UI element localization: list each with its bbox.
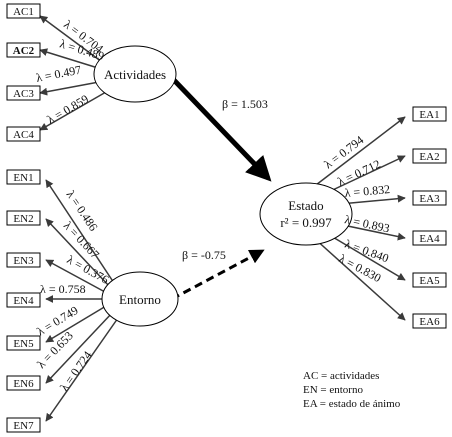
- indicator-ea1: EA1: [412, 106, 447, 122]
- loading-arrow-ea1: [311, 116, 406, 189]
- loading-arrow-en7: [45, 317, 119, 422]
- loading-arrow-ac1: [39, 15, 103, 63]
- legend-item-ea: EA = estado de ánimo: [303, 398, 401, 410]
- indicator-en5: EN5: [6, 335, 41, 351]
- indicator-ea3-label: EA3: [419, 193, 440, 205]
- estado-loading-arrows: [311, 116, 406, 321]
- indicator-ac2-label: AC2: [13, 45, 35, 57]
- latent-entorno-label: Entorno: [119, 292, 161, 307]
- indicator-ea2-label: EA2: [419, 151, 439, 163]
- loading-arrow-ac3: [39, 81, 100, 96]
- legend-item-ac: AC = actividades: [303, 370, 379, 382]
- indicator-en6-label: EN6: [13, 378, 34, 390]
- loading-label-en7: λ = 0.724: [57, 348, 95, 393]
- path-label-actividades-estado: β = 1.503: [222, 97, 268, 111]
- indicator-ea3: EA3: [412, 190, 447, 206]
- loading-arrow-ea5: [325, 232, 406, 281]
- indicator-en6: EN6: [6, 375, 41, 391]
- loading-arrow-en2: [45, 218, 111, 288]
- abbreviation-legend: AC = actividades EN = entorno EA = estad…: [303, 370, 401, 410]
- indicator-ac4: AC4: [6, 126, 41, 142]
- loading-label-ac4: λ = 0.859: [45, 92, 91, 127]
- actividades-loading-arrows: [39, 15, 107, 131]
- loading-arrow-en5: [45, 305, 107, 343]
- latent-actividades: Actividades: [93, 45, 177, 103]
- latent-actividades-label: Actividades: [104, 67, 166, 82]
- indicator-ea6: EA6: [412, 313, 447, 329]
- indicator-ea5-label: EA5: [419, 275, 440, 287]
- legend-item-en: EN = entorno: [303, 384, 363, 396]
- indicator-ea4-label: EA4: [419, 233, 440, 245]
- loading-arrow-en3: [45, 259, 106, 293]
- loading-arrow-en6: [45, 312, 113, 384]
- indicator-ea2: EA2: [412, 148, 447, 164]
- indicator-ac3: AC3: [6, 85, 41, 101]
- indicator-en2-label: EN2: [13, 213, 33, 225]
- indicator-en4: EN4: [6, 292, 41, 308]
- indicator-en7: EN7: [6, 417, 41, 433]
- loading-label-en5: λ = 0.749: [34, 303, 80, 338]
- indicator-en2: EN2: [6, 210, 41, 226]
- loading-arrow-ea2: [321, 155, 406, 196]
- loading-label-en4: λ = 0.758: [40, 282, 86, 296]
- entorno-loading-arrows: [45, 179, 119, 422]
- path-arrow-entorno-estado: [171, 249, 265, 301]
- indicator-ac1-label: AC1: [13, 6, 34, 18]
- indicator-ac4-label: AC4: [13, 129, 34, 141]
- indicator-ea6-label: EA6: [419, 316, 440, 328]
- indicator-ac3-label: AC3: [13, 88, 34, 100]
- latent-estado-r2: r² = 0.997: [280, 215, 332, 230]
- indicator-en3-label: EN3: [13, 255, 34, 267]
- loading-label-ea4: λ = 0.893: [343, 212, 391, 235]
- indicator-en3: EN3: [6, 252, 41, 268]
- latent-estado-label: Estado: [288, 198, 323, 213]
- loading-label-ac3: λ = 0.497: [35, 63, 82, 85]
- indicator-ea4: EA4: [412, 230, 447, 246]
- indicator-en7-label: EN7: [13, 420, 34, 432]
- indicator-ac2: AC2: [6, 42, 41, 58]
- latent-entorno: Entorno: [101, 271, 179, 327]
- loading-arrow-ea6: [313, 237, 406, 321]
- path-arrow-actividades-estado: [170, 76, 272, 182]
- loading-arrow-ea4: [337, 223, 406, 241]
- indicator-ea5: EA5: [412, 272, 447, 288]
- path-label-entorno-estado: β = -0.75: [182, 248, 226, 262]
- loading-arrow-en1: [45, 179, 115, 284]
- loading-label-ea3: λ = 0.832: [344, 182, 391, 200]
- indicator-en1: EN1: [6, 169, 41, 185]
- indicator-en5-label: EN5: [13, 338, 34, 350]
- indicator-ac1: AC1: [6, 3, 41, 19]
- indicator-en4-label: EN4: [13, 295, 34, 307]
- indicator-ea1-label: EA1: [419, 109, 439, 121]
- loading-arrow-ac4: [39, 91, 107, 131]
- loading-arrow-ac2: [39, 48, 99, 69]
- indicator-en1-label: EN1: [13, 172, 33, 184]
- loading-arrow-ea3: [339, 194, 406, 205]
- latent-estado: Estado r² = 0.997: [259, 182, 353, 246]
